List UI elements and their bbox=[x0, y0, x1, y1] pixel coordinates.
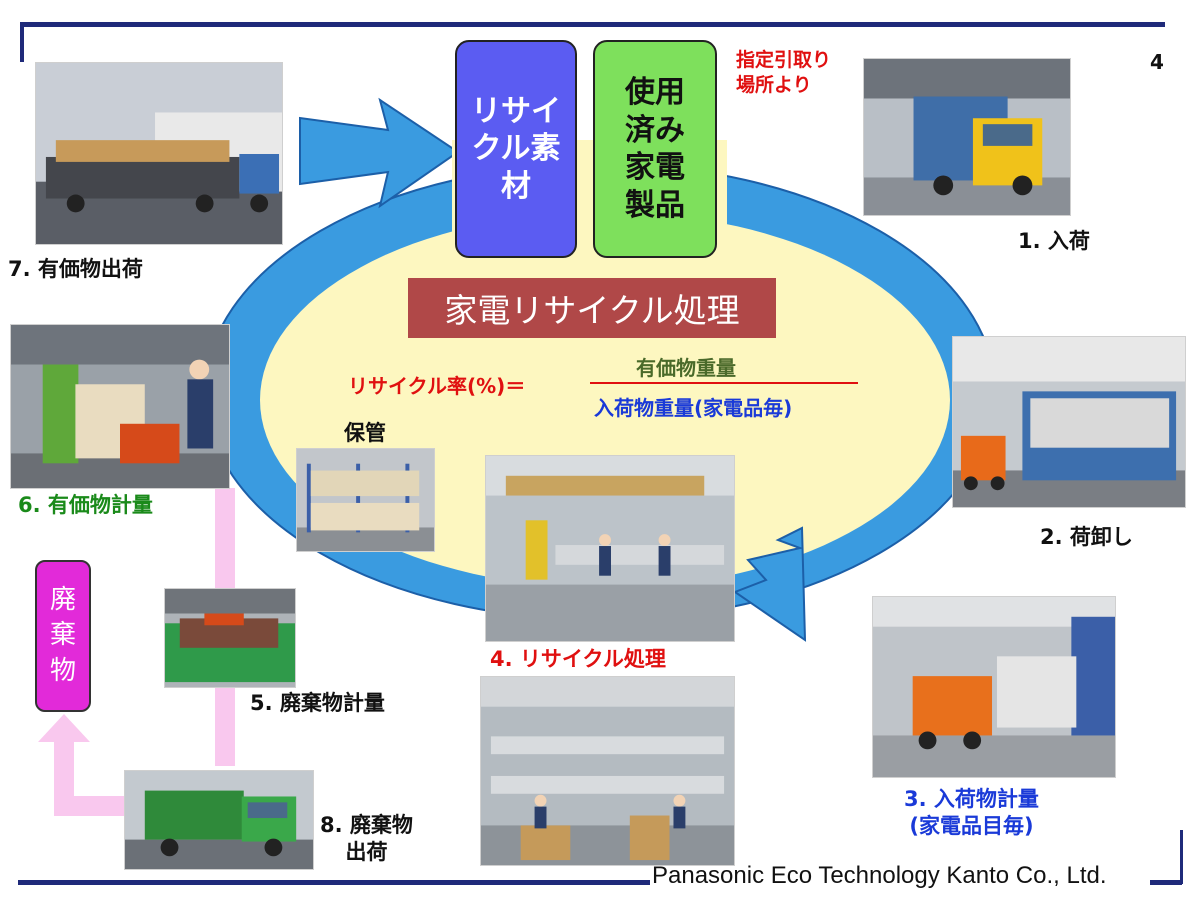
step-5-waste-weighing: 5. 廃棄物計量 bbox=[250, 691, 385, 715]
photo-recycling-line-upper bbox=[485, 455, 735, 642]
waste-flow-arrowhead-icon bbox=[38, 714, 90, 742]
step-4-recycling-process: 4. リサイクル処理 bbox=[490, 647, 666, 671]
used-appliances-box: 使用 済み 家電 製品 bbox=[593, 40, 717, 258]
bottom-right-frame-line bbox=[1150, 880, 1182, 885]
photo-valuables-shipping bbox=[35, 62, 283, 245]
step-3-inbound-weighing: 3. 入荷物計量 (家電品目毎) bbox=[904, 787, 1039, 839]
photo-storage bbox=[296, 448, 435, 552]
page-number: 4 bbox=[1150, 50, 1164, 74]
formula-denominator: 入荷物重量(家電品毎) bbox=[594, 396, 793, 420]
recycling-process-title: 家電リサイクル処理 bbox=[408, 278, 776, 338]
formula-fraction-line bbox=[590, 382, 858, 384]
formula-numerator: 有価物重量 bbox=[636, 356, 736, 380]
step-1-arrival: 1. 入荷 bbox=[1018, 229, 1090, 253]
photo-waste-weighing bbox=[164, 588, 296, 688]
cycle-arrowhead-top bbox=[299, 97, 460, 209]
right-frame-line bbox=[1180, 830, 1183, 884]
recycled-material-box: リサイクル素 材 bbox=[455, 40, 577, 258]
top-frame-line bbox=[20, 22, 1165, 27]
bottom-frame-line bbox=[18, 880, 650, 885]
photo-inbound-weighing bbox=[872, 596, 1116, 778]
photo-unloading bbox=[952, 336, 1186, 508]
photo-recycling-line-lower bbox=[480, 676, 735, 866]
waste-flow-up bbox=[54, 740, 74, 816]
top-left-frame-line bbox=[20, 22, 24, 62]
storage-label: 保管 bbox=[344, 421, 386, 445]
step-2-unloading: 2. 荷卸し bbox=[1040, 525, 1133, 549]
pickup-location-note: 指定引取り 場所より bbox=[736, 49, 832, 96]
cycle-arrowhead-bottom bbox=[732, 526, 807, 642]
step-7-valuables-shipping: 7. 有価物出荷 bbox=[8, 257, 143, 281]
step-8-waste-shipping: 8. 廃棄物 出荷 bbox=[320, 813, 413, 865]
photo-arrival-truck bbox=[863, 58, 1071, 216]
photo-waste-shipping-truck bbox=[124, 770, 314, 870]
waste-box: 廃 棄 物 bbox=[35, 560, 91, 712]
formula-lhs: リサイクル率(%)＝ bbox=[348, 374, 526, 398]
photo-valuables-weighing bbox=[10, 324, 230, 489]
step-6-valuables-weighing: 6. 有価物計量 bbox=[18, 493, 153, 517]
company-name: Panasonic Eco Technology Kanto Co., Ltd. bbox=[652, 862, 1107, 889]
